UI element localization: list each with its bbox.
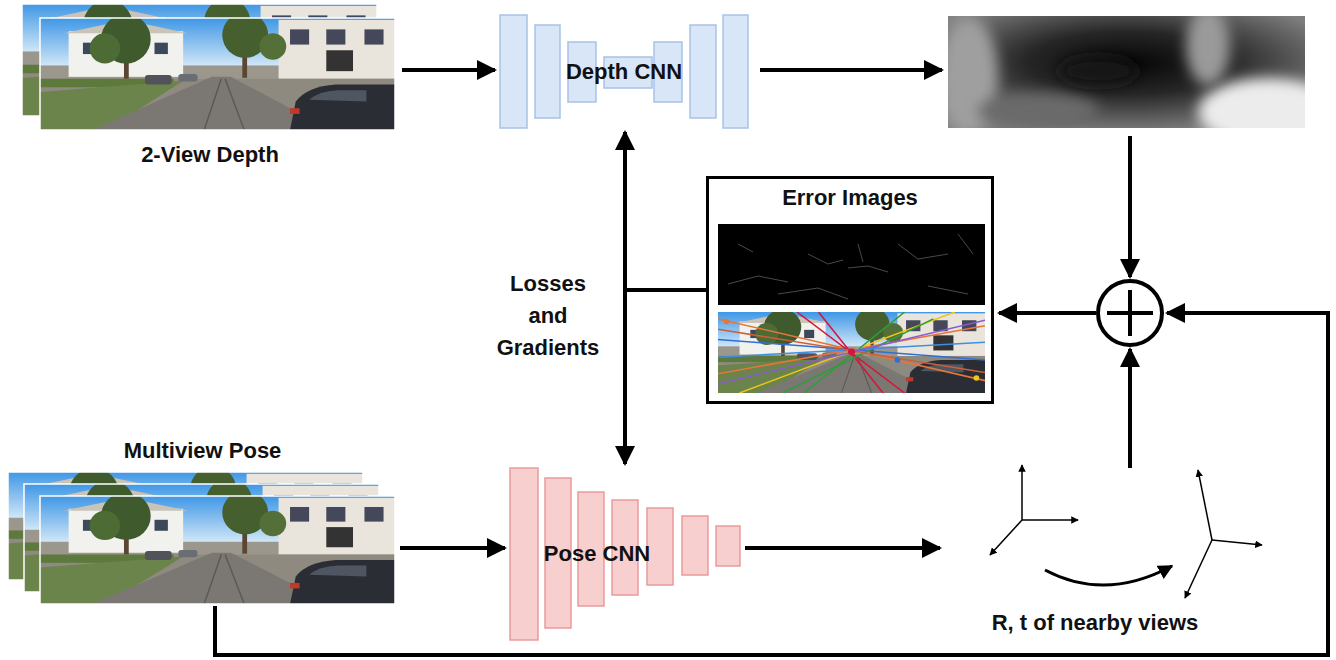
node-label: Pose CNN	[544, 541, 650, 567]
pose-axes	[1045, 566, 1172, 585]
input-photo-stack	[40, 12, 395, 130]
epipolar-error-image	[724, 319, 730, 324]
connector-arrow	[402, 68, 495, 72]
pose-cnn-layers	[647, 508, 673, 585]
epipolar-error-image	[848, 348, 855, 355]
node-label: 2-View Depth	[141, 142, 279, 168]
depth-map-image	[1198, 78, 1336, 146]
flow-arrow	[215, 313, 1328, 655]
input-photo-stack	[40, 496, 395, 604]
epipolar-error-image	[718, 308, 985, 393]
photometric-error-image	[928, 286, 968, 294]
network-box: Depth CNN	[495, 12, 753, 132]
pose-output-box: R, t of nearby views	[940, 450, 1250, 640]
connector-arrow	[625, 290, 706, 464]
depth-cnn-layers	[500, 15, 748, 128]
photometric-error-image	[778, 288, 848, 299]
node-label: R, t of nearby views	[992, 610, 1199, 636]
sum-symbol	[1098, 281, 1162, 345]
pose-cnn-layers	[716, 526, 740, 566]
epipolar-error-image	[804, 312, 904, 393]
depth-cnn-layers	[690, 25, 716, 118]
epipolar-error-image	[974, 375, 980, 380]
pose-axes	[1021, 465, 1023, 520]
flow-arrow	[1128, 136, 1132, 277]
photometric-error-image	[848, 266, 888, 272]
photometric-error-image	[728, 234, 973, 299]
depth-cnn-layers	[535, 25, 560, 118]
pose-axes	[1212, 540, 1262, 545]
pose-axes	[1198, 470, 1212, 540]
node-label: Multiview Pose	[124, 438, 282, 464]
annotation-label: Losses and Gradients	[490, 268, 606, 364]
error-images-panel: Error Images	[706, 176, 994, 404]
connector-arrow	[625, 132, 706, 290]
input-photo-stack	[40, 18, 395, 130]
photometric-error-image	[958, 234, 973, 254]
pose-axes	[990, 465, 1262, 598]
epipolar-error-image	[718, 326, 985, 374]
epipolar-error-image	[718, 329, 985, 372]
node-label: Error Images	[782, 185, 918, 211]
flow-arrow	[1128, 349, 1132, 468]
epipolar-error-image	[724, 319, 980, 381]
depth-map-image	[978, 93, 1098, 129]
depth-map-image	[938, 6, 1336, 146]
pose-cnn-layers	[510, 468, 740, 640]
photometric-error-image	[728, 276, 788, 284]
epipolar-error-image	[718, 339, 985, 360]
flow-arrow	[215, 70, 1328, 655]
depth-cnn-layers	[500, 15, 527, 128]
pose-cnn-layers	[510, 468, 538, 640]
sum-symbol	[1107, 311, 1153, 315]
epipolar-error-image	[718, 342, 985, 357]
input-photo-stack	[8, 467, 395, 604]
depth-cnn-layers	[723, 15, 748, 128]
sum-symbol	[1098, 281, 1162, 345]
epipolar-error-image	[895, 357, 901, 362]
depth-map-image	[1058, 57, 1138, 85]
connector-arrow	[400, 546, 505, 550]
input-views-box: 2-View Depth	[18, 4, 402, 172]
photometric-error-image	[738, 244, 753, 252]
depth-map-image	[1186, 6, 1230, 86]
network-box: Pose CNN	[505, 464, 745, 644]
epipolar-error-image	[718, 320, 985, 384]
connector-arrow	[745, 546, 940, 550]
photometric-error-image	[718, 224, 985, 305]
node-label: Depth CNN	[566, 59, 682, 85]
epipolar-error-image	[818, 312, 883, 393]
pose-axes	[1185, 540, 1212, 598]
pose-axes	[990, 520, 1022, 555]
input-views-box: Multiview Pose	[5, 436, 400, 608]
flow-arrow	[999, 311, 1096, 315]
photometric-error-image	[898, 244, 948, 259]
epipolar-error-image	[718, 319, 985, 381]
pose-axes	[1022, 519, 1078, 521]
photometric-error-image	[858, 244, 863, 262]
epipolar-error-image	[718, 312, 985, 393]
epipolar-error-image	[718, 308, 985, 393]
photometric-error-image	[808, 254, 843, 264]
input-photo-stack	[40, 491, 395, 604]
flow-arrow	[760, 68, 942, 72]
input-photo-stack	[22, 0, 395, 130]
pose-cnn-layers	[682, 516, 708, 575]
epipolar-error-image	[783, 319, 934, 393]
connector-layer	[400, 70, 940, 548]
photometric-error-image	[718, 224, 985, 305]
